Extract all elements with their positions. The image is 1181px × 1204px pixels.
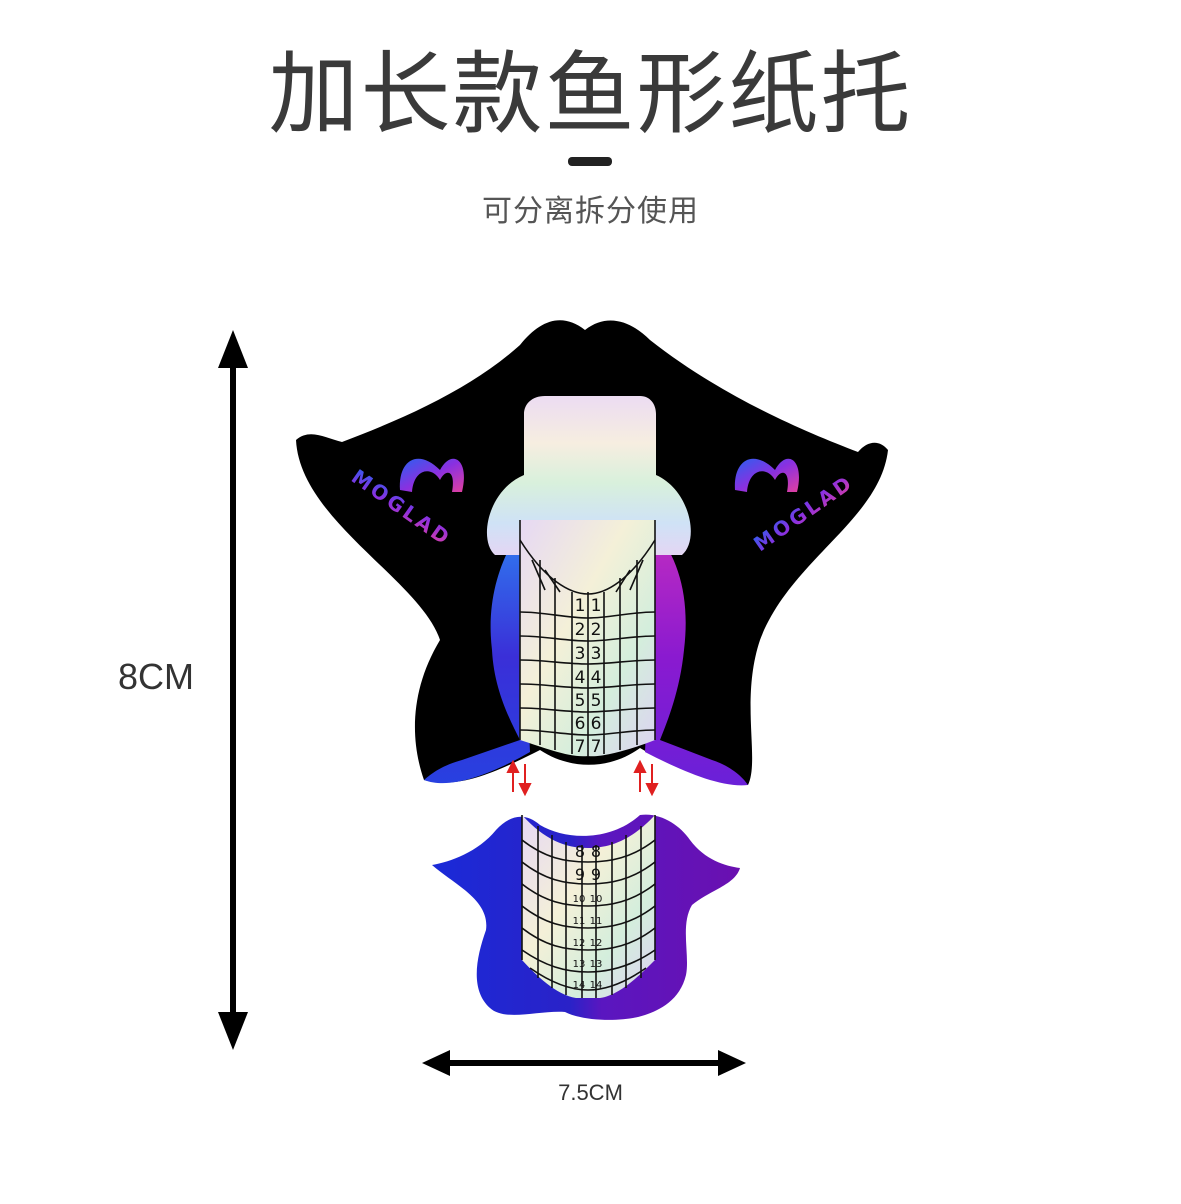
scale-number: 13 bbox=[590, 959, 603, 970]
width-label: 7.5CM bbox=[558, 1080, 623, 1105]
scale-number: 2 bbox=[591, 620, 602, 640]
page-subtitle: 可分离拆分使用 bbox=[482, 194, 699, 229]
height-label: 8CM bbox=[118, 656, 195, 697]
scale-number: 4 bbox=[575, 668, 586, 688]
scale-number: 10 bbox=[590, 894, 603, 905]
title-underline bbox=[568, 157, 612, 166]
scale-number: 5 bbox=[591, 691, 602, 711]
scale-number: 7 bbox=[575, 737, 586, 757]
scale-number: 7 bbox=[591, 737, 602, 757]
scale-number: 10 bbox=[573, 894, 586, 905]
scale-number: 2 bbox=[575, 620, 586, 640]
scale-number: 14 bbox=[590, 980, 603, 991]
width-dimension-arrow bbox=[422, 1050, 746, 1076]
scale-number: 3 bbox=[575, 644, 586, 664]
scale-number: 5 bbox=[575, 691, 586, 711]
scale-number: 11 bbox=[590, 916, 603, 927]
scale-number: 14 bbox=[573, 980, 586, 991]
height-dimension-arrow bbox=[218, 330, 248, 1050]
scale-number: 1 bbox=[575, 596, 586, 616]
nail-form-top-piece: 1 1 2 2 3 3 4 4 5 5 6 6 7 7 MOGLAD MOGLA… bbox=[296, 320, 888, 786]
scale-number: 12 bbox=[590, 938, 603, 949]
scale-number: 8 bbox=[575, 842, 585, 861]
scale-number: 8 bbox=[591, 842, 601, 861]
separation-arrows bbox=[506, 759, 659, 797]
scale-number: 4 bbox=[591, 668, 602, 688]
page-title: 加长款鱼形纸托 bbox=[268, 42, 913, 147]
scale-number: 13 bbox=[573, 959, 586, 970]
nail-form-bottom-piece: 8 8 9 9 10 10 11 11 12 12 13 13 14 14 bbox=[432, 814, 740, 1020]
scale-number: 6 bbox=[591, 714, 602, 734]
scale-number: 11 bbox=[573, 916, 586, 927]
scale-number: 1 bbox=[591, 596, 602, 616]
scale-number: 12 bbox=[573, 938, 586, 949]
scale-number: 9 bbox=[591, 865, 601, 884]
nail-window bbox=[486, 396, 691, 555]
scale-number: 9 bbox=[575, 865, 585, 884]
scale-number: 6 bbox=[575, 714, 586, 734]
scale-number: 3 bbox=[591, 644, 602, 664]
